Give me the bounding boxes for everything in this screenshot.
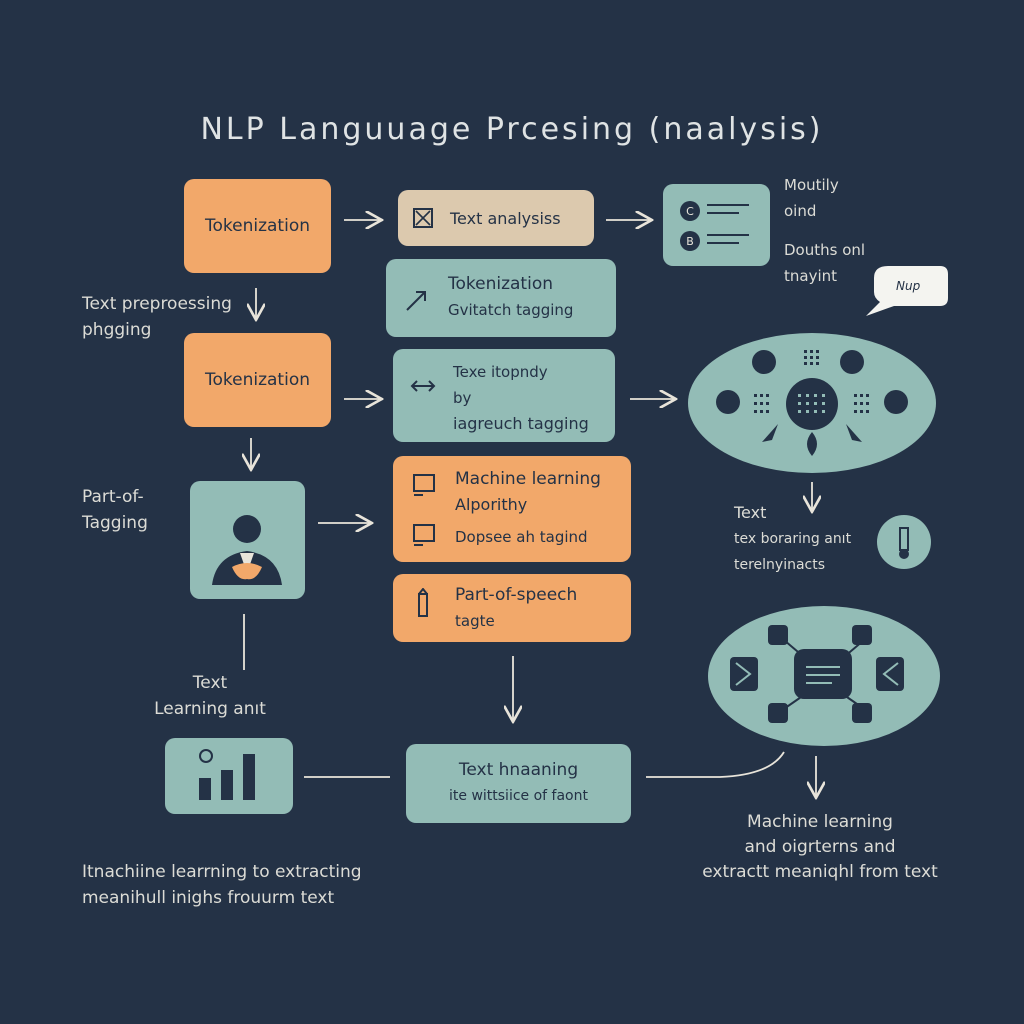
bottom-box-line-1: Text hnaaning — [458, 760, 579, 780]
left-footer-text: Itnachiine learrning to extracting meani… — [82, 862, 362, 908]
bottom-box-line-2: ite wittsiice of faont — [449, 788, 588, 804]
network-node-top-right — [840, 350, 864, 374]
list-icon: C B — [680, 201, 749, 251]
box2-line-1: Tokenization — [448, 274, 553, 294]
tokenization-box-2: Tokenization — [184, 333, 331, 427]
text-analysis-label: Text analysiss — [450, 208, 561, 228]
part-of-speech-box: Part-of-speech tagte — [393, 574, 631, 642]
box3-line-2: by — [453, 389, 472, 407]
bar-chart-box — [165, 738, 293, 814]
network-node-top-left — [752, 350, 776, 374]
thermometer-icon — [877, 515, 931, 569]
checkbox-icon — [413, 208, 433, 228]
network-node-left — [716, 390, 740, 414]
box4-line-3: Dopsee ah tagind — [455, 528, 588, 546]
diagram-title: NLP Languuage Prcesing (naalysis) — [200, 112, 824, 147]
machine-learning-box: Machine learning Alporithy Dopsee ah tag… — [393, 456, 631, 562]
box4-line-2: Alporithy — [455, 495, 528, 514]
list-labels-top: Moutily oind — [784, 176, 839, 220]
box4-line-1: Machine learning — [455, 469, 601, 489]
text-learning-box: Text hnaaning ite wittsiice of faont — [406, 744, 631, 823]
person-icon — [212, 515, 282, 585]
hub-node-bottom-left — [768, 703, 788, 723]
hub-node-left — [730, 657, 758, 691]
hub-node-bottom-right — [852, 703, 872, 723]
text-preprocessing-label: Text preproessing phgging — [82, 294, 232, 340]
tokenization-label-1: Tokenization — [205, 216, 310, 236]
person-box — [190, 481, 305, 599]
hub-node-top-right — [852, 625, 872, 645]
svg-text:C: C — [686, 205, 694, 218]
speech-bubble-text: Nup — [896, 279, 921, 293]
box3-line-1: Texe itopndy — [453, 363, 548, 381]
hub-node-top-left — [768, 625, 788, 645]
svg-text:B: B — [686, 235, 694, 248]
document-icon-1 — [413, 474, 435, 496]
cursor-left — [762, 424, 778, 442]
pencil-icon — [418, 588, 428, 617]
right-footer-text: Machine learning and oigrterns and extra… — [702, 812, 938, 882]
tokenization-label-2: Tokenization — [205, 370, 310, 390]
speech-bubble-icon — [866, 266, 948, 316]
bar-chart-icon — [199, 749, 255, 800]
list-labels-bottom: Douths onl tnayint — [784, 241, 866, 285]
network-node-right — [884, 390, 908, 414]
text-learning-label: Text Learning anıt — [154, 673, 266, 719]
document-icon-2 — [413, 524, 435, 546]
box3-line-3: iagreuch tagging — [453, 414, 589, 433]
cursor-right — [846, 424, 862, 442]
network-node-center — [786, 378, 838, 430]
part-of-tagging-label: Part-of- Tagging — [82, 487, 148, 533]
tokenization-box-1: Tokenization — [184, 179, 331, 273]
double-arrow-icon — [410, 380, 436, 392]
network-drop-node — [807, 432, 817, 456]
dependency-tagging-box: Texe itopndy by iagreuch tagging — [393, 349, 615, 442]
hub-node-right — [876, 657, 904, 691]
right-text-block: Text tex boraring anıt terelnyinacts — [734, 503, 852, 573]
tokenization-tagging-box: Tokenization Gvitatch tagging — [386, 259, 616, 337]
hub-diagram — [708, 606, 940, 746]
text-analysis-box: Text analysiss — [398, 190, 594, 246]
curve-bottom-to-hub — [646, 751, 785, 778]
arrow-up-right-icon — [406, 291, 426, 311]
network-diagram — [688, 333, 936, 473]
list-box: C B — [663, 184, 770, 266]
box5-line-1: Part-of-speech — [455, 585, 578, 605]
box2-line-2: Gvitatch tagging — [448, 301, 574, 319]
box5-line-2: tagte — [455, 612, 495, 630]
